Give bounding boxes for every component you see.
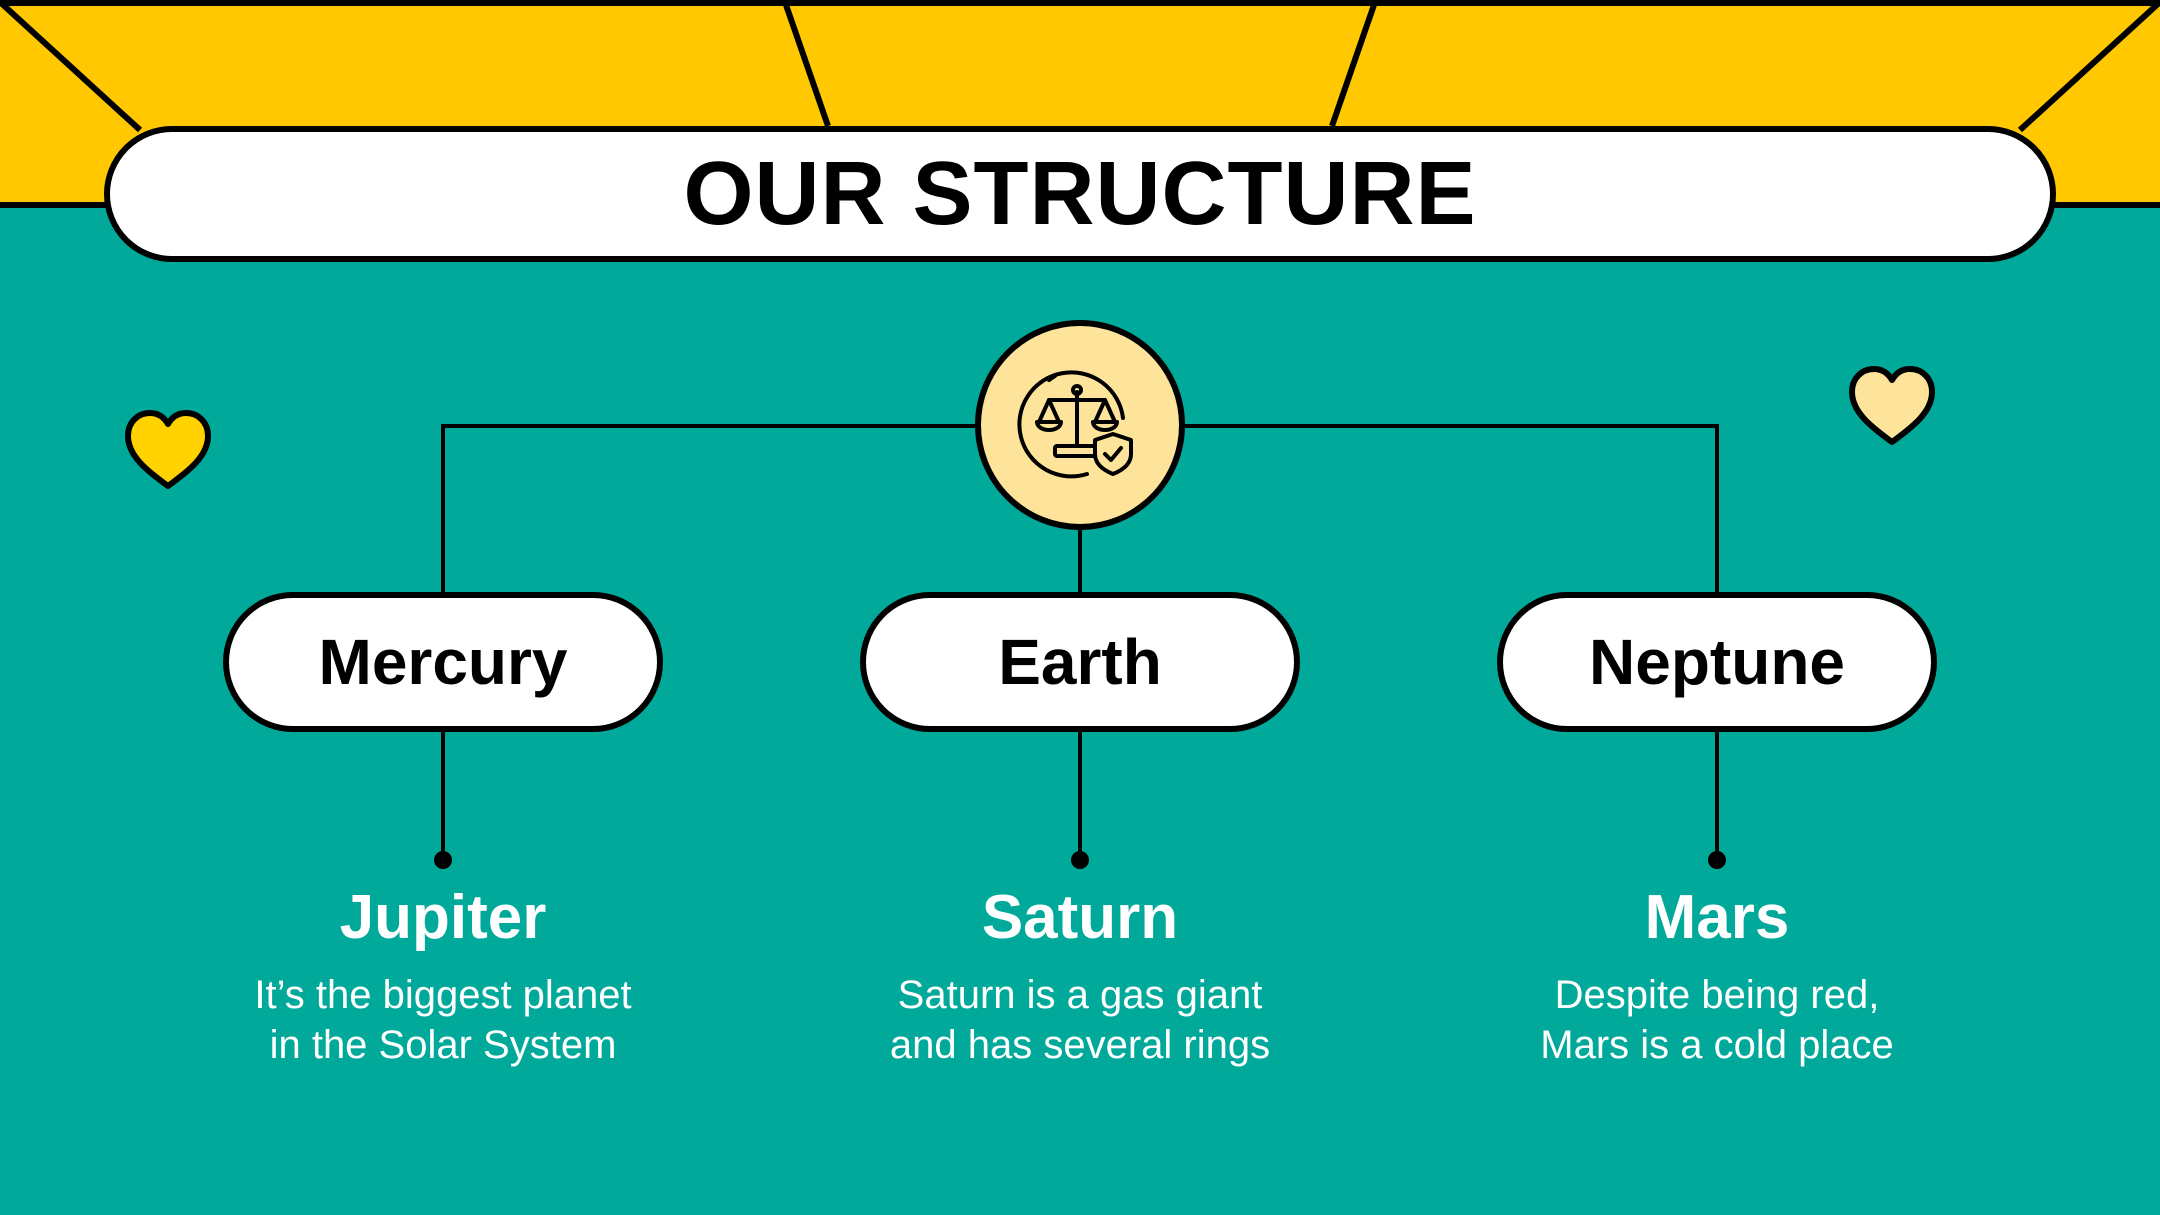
detail-description: It’s the biggest planet in the Solar Sys… — [183, 970, 703, 1070]
node-mercury: Mercury — [223, 592, 663, 732]
detail-title: Jupiter — [339, 883, 547, 952]
node-label: Earth — [998, 626, 1162, 698]
hub-circle — [975, 320, 1185, 530]
detail-line: in the Solar System — [269, 1023, 617, 1067]
header-facet-line — [782, 1, 831, 127]
connector-dot — [1071, 851, 1089, 869]
title-banner: OUR STRUCTURE — [104, 126, 2056, 262]
detail-line: Despite being red, — [1554, 973, 1880, 1017]
detail-line: and has several rings — [889, 1023, 1271, 1067]
detail-title: Saturn — [981, 883, 1179, 952]
node-label: Neptune — [1589, 626, 1845, 698]
page-title: OUR STRUCTURE — [683, 143, 1477, 244]
node-label: Mercury — [318, 626, 568, 698]
connector-dot — [1708, 851, 1726, 869]
node-earth: Earth — [860, 592, 1300, 732]
header-facet-line — [1329, 1, 1378, 127]
detail-description: Despite being red, Mars is a cold place — [1457, 970, 1977, 1070]
header-facet-line — [0, 0, 143, 133]
detail-line: Saturn is a gas giant — [897, 973, 1263, 1017]
detail-jupiter: Jupiter It’s the biggest planet in the S… — [183, 878, 703, 1070]
detail-title: Mars — [1644, 883, 1790, 952]
heart-left-icon — [125, 410, 211, 489]
connector-dot — [434, 851, 452, 869]
header-facet-line — [2017, 0, 2160, 133]
detail-mars: Mars Despite being red, Mars is a cold p… — [1457, 878, 1977, 1070]
connector-left — [441, 424, 975, 592]
connector-right — [1185, 424, 1719, 592]
detail-saturn: Saturn Saturn is a gas giant and has sev… — [820, 878, 1340, 1070]
detail-line: Mars is a cold place — [1540, 1023, 1894, 1067]
detail-line: It’s the biggest planet — [254, 973, 632, 1017]
justice-scale-shield-icon — [1017, 370, 1133, 479]
detail-description: Saturn is a gas giant and has several ri… — [820, 970, 1340, 1070]
node-neptune: Neptune — [1497, 592, 1937, 732]
heart-right-icon — [1849, 366, 1935, 445]
